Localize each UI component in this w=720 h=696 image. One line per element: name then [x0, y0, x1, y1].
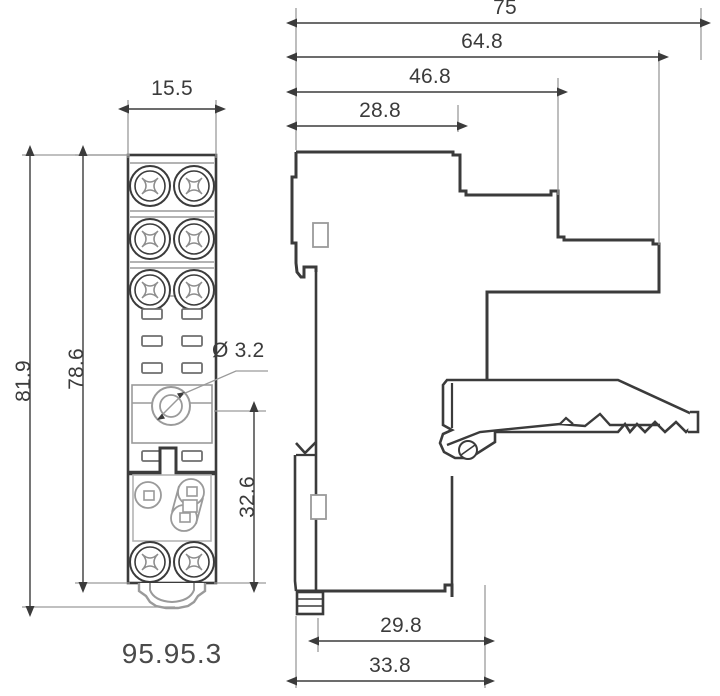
dimension-78-6: 78.6	[65, 145, 130, 593]
front-terminal-screws	[129, 165, 215, 311]
front-view	[126, 153, 218, 610]
terminal-screw	[129, 269, 171, 311]
dimension-15-5: 15.5	[118, 77, 226, 158]
dimension-33-8: 33.8	[286, 654, 495, 686]
side-window-upper	[312, 222, 329, 248]
lever-end-hook	[688, 410, 700, 434]
terminal-screw	[129, 541, 171, 583]
side-view	[290, 150, 700, 616]
side-body-left-wall	[290, 152, 318, 279]
dimension-29-8: 29.8	[308, 614, 495, 646]
lever-nub	[559, 416, 574, 425]
mounting-hole	[151, 386, 191, 426]
front-din-clip-foot	[137, 583, 207, 610]
dimension-hole-diameter-label: Ø 3.2	[212, 339, 264, 362]
terminal-screw	[173, 218, 215, 260]
terminal-screw	[129, 165, 171, 207]
terminal-screw	[173, 165, 215, 207]
indicator-chain	[170, 478, 205, 532]
terminal-screw	[173, 541, 215, 583]
side-body-notch	[295, 441, 317, 455]
dimension-75: 75	[286, 0, 711, 28]
front-bottom-terminal-screws	[129, 541, 215, 583]
dimension-64-8: 64.8	[286, 30, 669, 62]
dimension-32-6-label: 32.6	[236, 476, 259, 518]
dimension-46-8-label: 46.8	[409, 65, 451, 88]
dimension-32-6: 32.6	[214, 401, 266, 593]
pivot-screw[interactable]	[458, 440, 478, 460]
side-window-lower	[310, 494, 327, 520]
front-rotary-panel	[131, 384, 213, 444]
dimension-46-8: 46.8	[286, 65, 568, 97]
front-contact-slots	[141, 308, 203, 374]
dimension-33-8-label: 33.8	[369, 654, 411, 677]
dimension-28-8: 28.8	[286, 99, 468, 131]
dimension-78-6-label: 78.6	[65, 348, 88, 390]
side-body-top-profile	[296, 150, 661, 384]
side-foot-hatch	[295, 590, 325, 616]
terminal-screw	[173, 269, 215, 311]
terminal-screw	[129, 218, 171, 260]
dimension-64-8-label: 64.8	[461, 30, 503, 53]
dimension-29-8-label: 29.8	[380, 614, 422, 637]
part-number-label: 95.95.3	[122, 638, 222, 669]
dimension-28-8-label: 28.8	[359, 99, 401, 122]
side-base-edge	[296, 583, 454, 597]
dimension-81-9-label: 81.9	[12, 360, 35, 402]
lever-inner-edge	[446, 412, 660, 447]
din-rail-release-lever[interactable]	[438, 378, 700, 460]
side-body-left-inner	[293, 455, 298, 592]
dimension-75-label: 75	[493, 0, 517, 19]
front-indicator-compartment	[132, 474, 212, 542]
dimension-hole-diameter: Ø 3.2	[182, 339, 268, 395]
dimension-15-5-label: 15.5	[151, 77, 193, 100]
